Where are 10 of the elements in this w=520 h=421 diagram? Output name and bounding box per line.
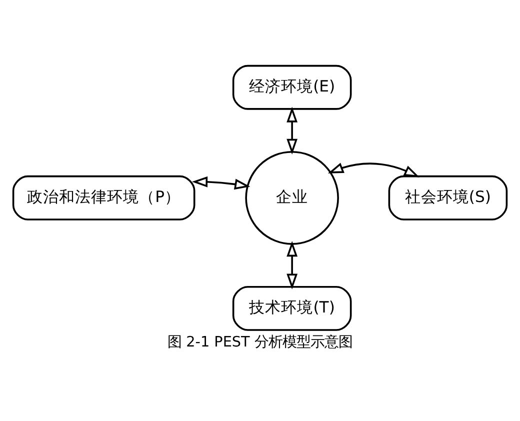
node-box: 技术环境(T) xyxy=(232,286,352,331)
arrow xyxy=(286,241,298,290)
node-circle: 企业 xyxy=(245,151,339,245)
caption: 图 2-1 PEST 分析模型示意图 xyxy=(168,334,352,350)
arrow xyxy=(192,176,250,190)
node-box: 社会环境(S) xyxy=(388,175,508,220)
arrow xyxy=(328,162,420,178)
arrow xyxy=(286,106,298,154)
node-box: 经济环境(E) xyxy=(232,64,352,110)
node-box: 政治和法律环境（P） xyxy=(12,175,196,220)
